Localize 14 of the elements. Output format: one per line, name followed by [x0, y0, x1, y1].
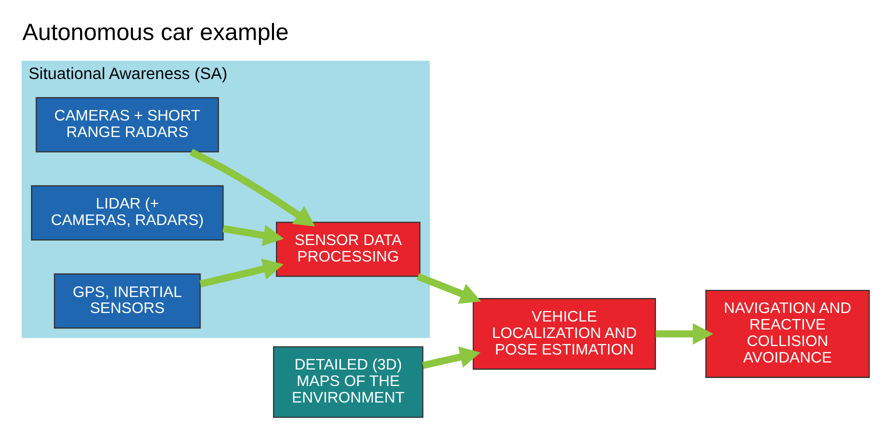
arrow — [190, 148, 316, 226]
arrow — [222, 224, 284, 246]
node-box: SENSOR DATA PROCESSING — [276, 221, 420, 276]
node-box: CAMERAS + SHORT RANGE RADARS — [36, 96, 219, 152]
arrow — [416, 272, 481, 304]
diagram-title: Autonomous car example — [22, 18, 289, 45]
node-box: LIDAR (+ CAMERAS, RADARS) — [31, 184, 224, 240]
node-box: GPS, INERTIAL SENSORS — [54, 272, 201, 328]
node-box: DETAILED (3D) MAPS OF THE ENVIRONMENT — [273, 346, 424, 418]
node-box: VEHICLE LOCALIZATION AND POSE ESTIMATION — [472, 298, 656, 370]
node-box: NAVIGATION AND REACTIVE COLLISION AVOIDANCE — [705, 289, 870, 378]
arrow — [200, 258, 284, 287]
arrow — [656, 322, 714, 344]
arrow — [422, 346, 481, 368]
